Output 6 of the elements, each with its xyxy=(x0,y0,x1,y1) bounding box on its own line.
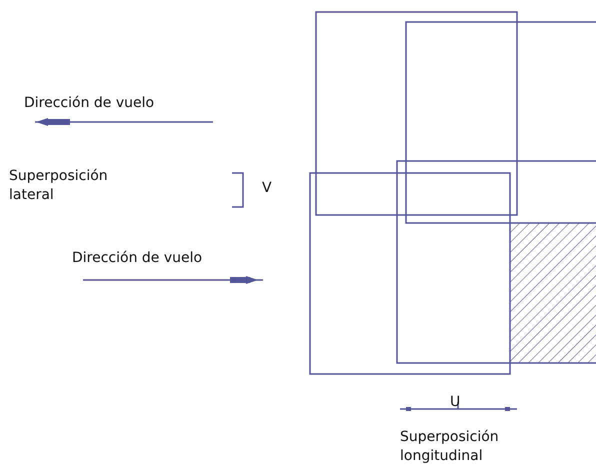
dimension-label: U xyxy=(450,393,460,412)
annotation-label: Superposición lateral xyxy=(9,167,109,205)
annotation-label: Dirección de vuelo xyxy=(24,94,154,113)
annotation-label: Superposición longitudinal xyxy=(400,428,500,466)
annotation-label: Dirección de vuelo xyxy=(72,249,202,268)
dimension-label: V xyxy=(262,179,272,198)
